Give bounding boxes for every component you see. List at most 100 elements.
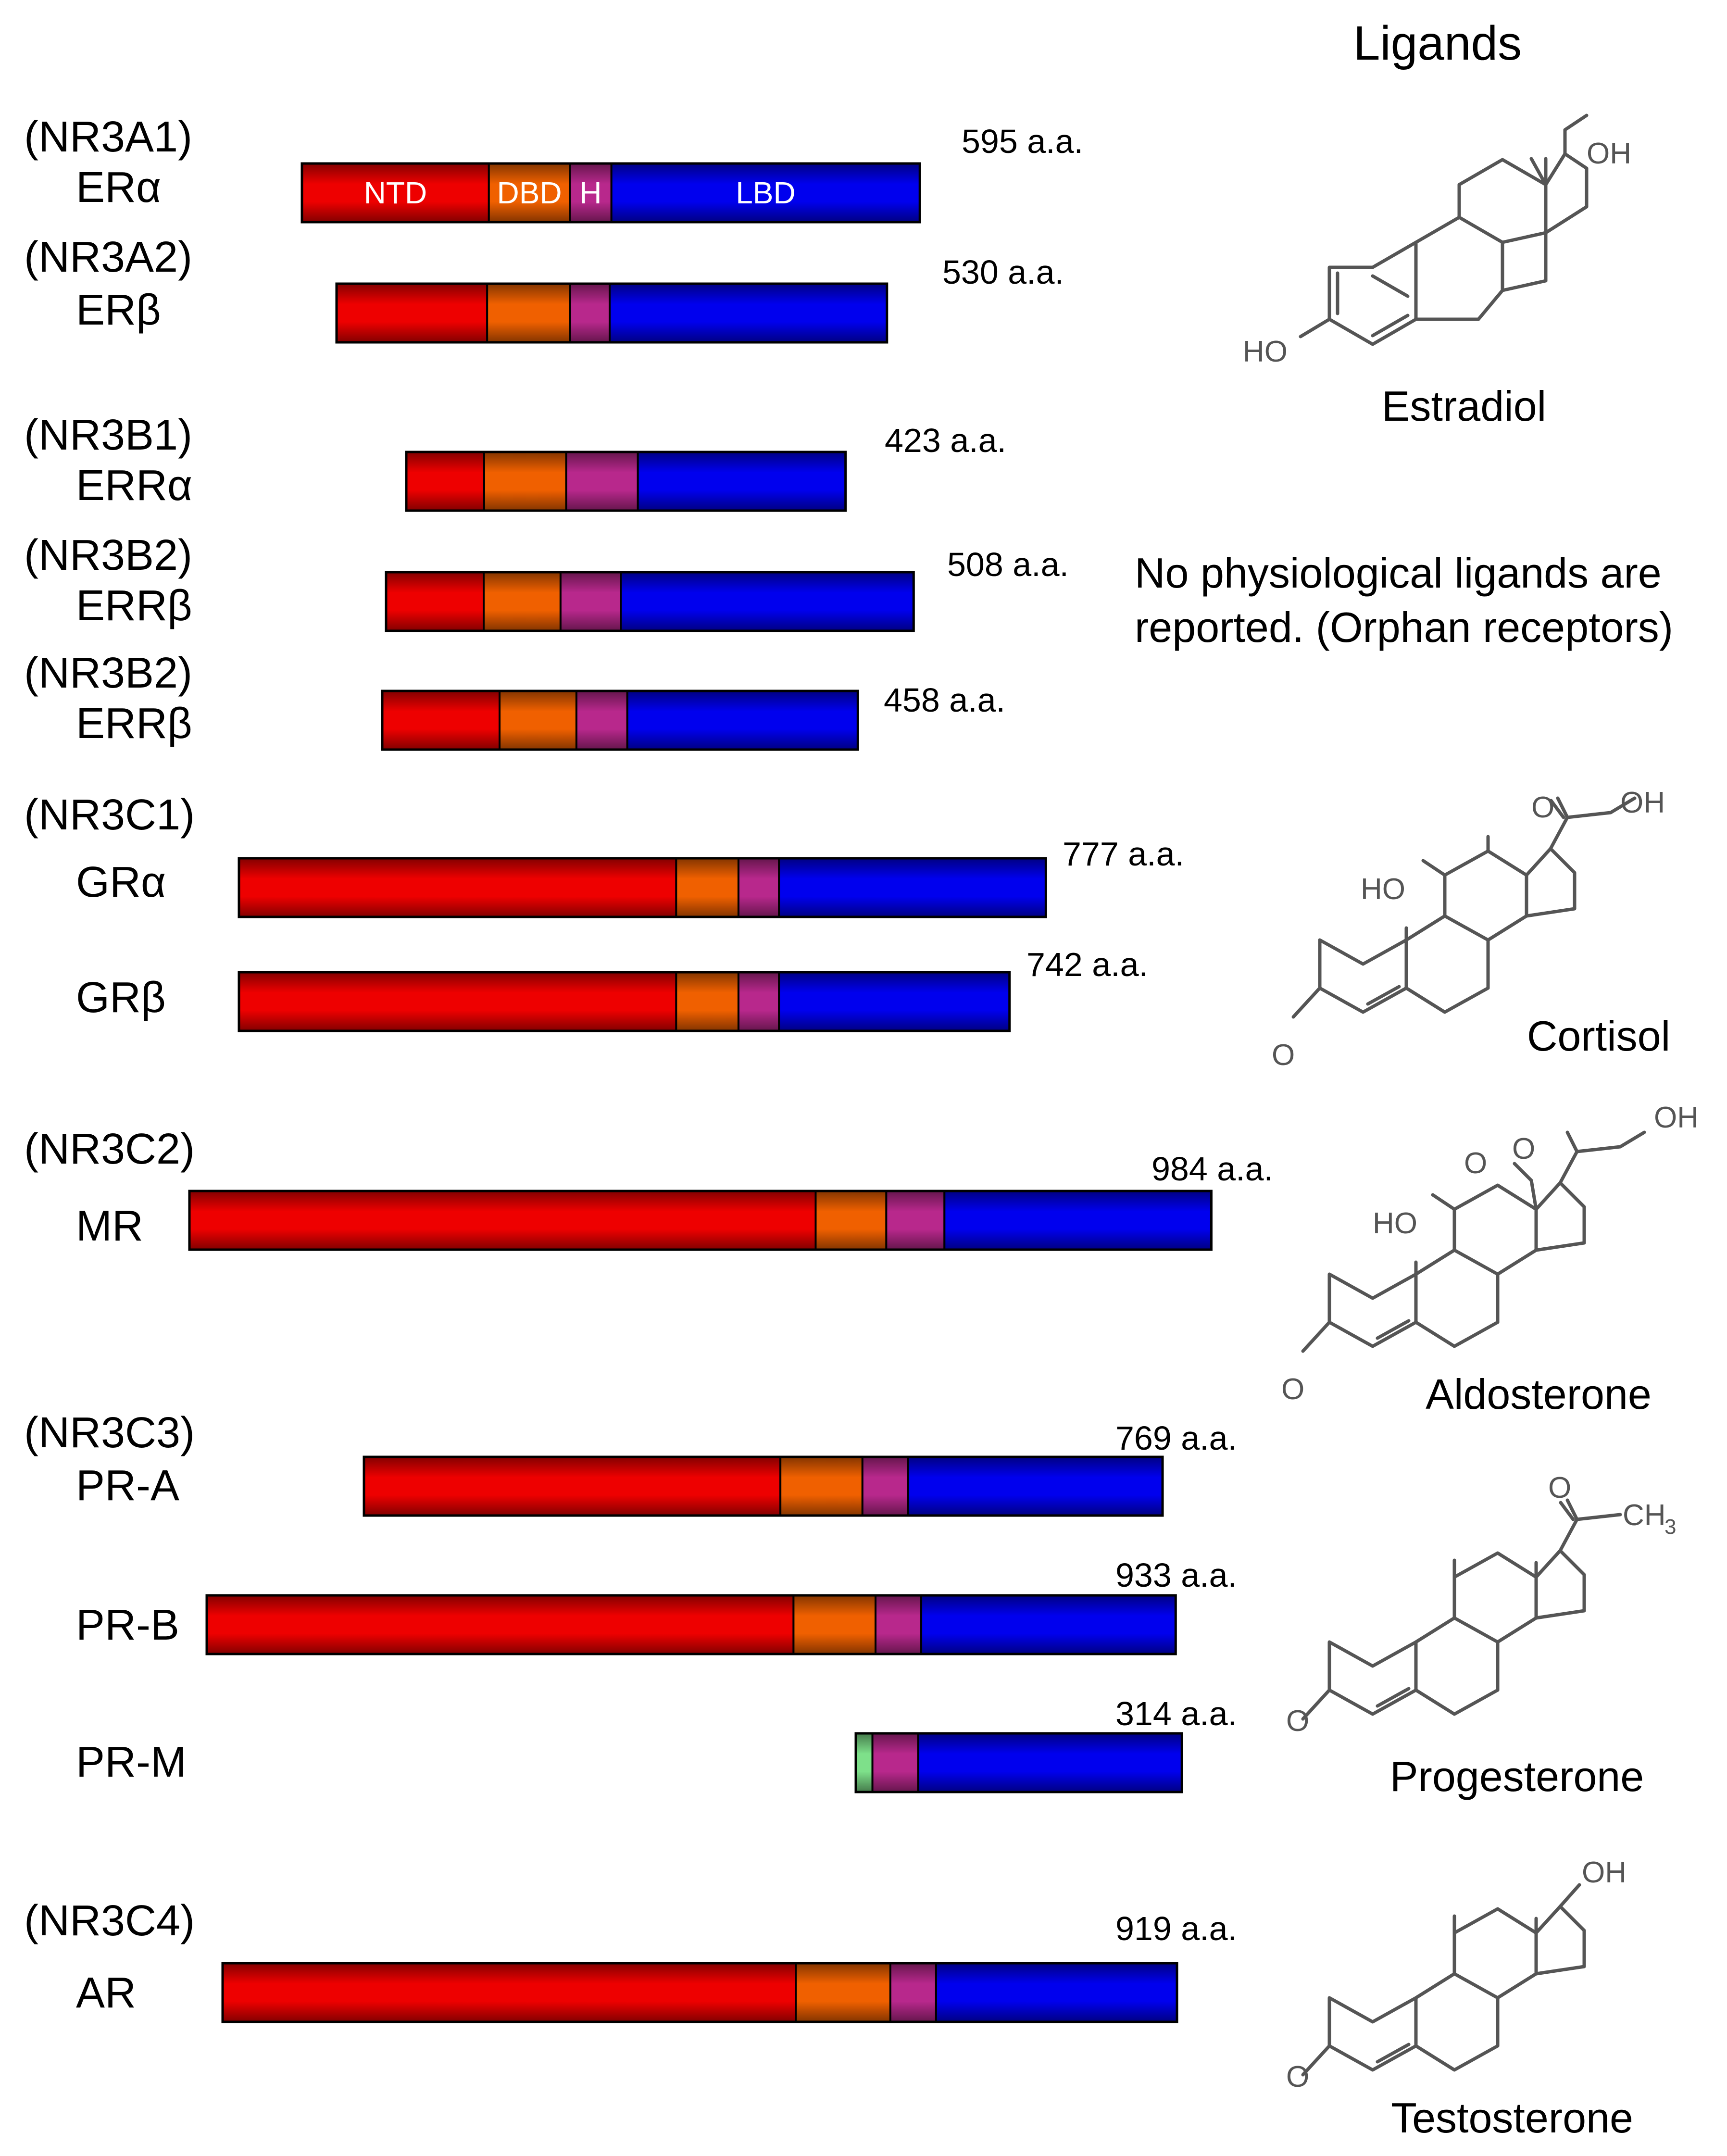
length-label: 458 a.a. [884,681,1005,719]
domain-shading [610,284,887,342]
length-label: 508 a.a. [947,546,1069,583]
bar-outline [300,162,921,224]
domain-bar [385,571,915,632]
domain-shading [796,1963,890,2022]
testosterone-structure: OH O Testosterone [1286,1856,1633,2142]
receptor-name: GRα [76,858,166,906]
testosterone-bonds [1301,1883,1586,2077]
atom-label: O [1548,1471,1571,1504]
domain-label: H [579,175,601,210]
ligand-name-testosterone: Testosterone [1391,2094,1633,2142]
ligands-title: Ligands [1353,16,1522,70]
row-errb2: (NR3B2) ERRβ 458 a.a. [24,649,1005,751]
row-erb: (NR3A2) ERβ 530 a.a. [24,233,1064,344]
progesterone-bonds [1301,1498,1622,1721]
domain-bar: NTD DBD H LBD [300,162,921,224]
bar-outline [205,1594,1177,1655]
domain-shading [627,691,858,750]
length-label: 933 a.a. [1115,1556,1237,1594]
atom-label: O [1512,1132,1535,1166]
domain-shading [386,572,484,631]
family-label: (NR3C3) [24,1409,195,1457]
atom-label: OH [1620,786,1665,819]
domain-shading [382,691,500,750]
domain-shading [487,284,570,342]
domain-shading [621,572,914,631]
domain-bar [405,451,847,512]
receptor-name: ERRβ [76,700,192,748]
atom-label: O [1272,1039,1295,1072]
domain-shading [918,1733,1182,1792]
atom-label: HO [1361,873,1405,906]
receptor-name: GRβ [76,974,166,1022]
domain-bar [238,857,1047,918]
atom-label: OH [1587,137,1631,170]
row-mr: (NR3C2) MR 984 a.a. [24,1125,1273,1251]
atom-label: OH [1654,1101,1699,1134]
length-label: 777 a.a. [1063,835,1184,873]
aldosterone-bonds [1301,1130,1646,1353]
atom-label: O [1286,1705,1309,1738]
domain-shading [576,691,627,750]
domain-shading [921,1595,1176,1654]
row-erra: (NR3B1) ERRα 423 a.a. [24,411,1006,512]
domain-shading [611,163,920,222]
domain-shading [239,972,676,1031]
domain-shading [815,1191,887,1250]
domain-shading [936,1963,1177,2022]
domain-label: NTD [364,175,427,210]
cortisol-bonds [1291,796,1637,1019]
bar-outline [405,451,847,512]
domain-bar [335,282,889,344]
domain-shading [793,1595,876,1654]
domain-shading [890,1963,936,2022]
ligand-name-estradiol: Estradiol [1382,382,1546,430]
ligand-name-aldosterone: Aldosterone [1426,1370,1652,1418]
receptor-name: ERα [76,163,161,212]
row-gra: (NR3C1) GRα 777 a.a. [24,791,1184,918]
domain-shading [886,1191,945,1250]
domain-label: LBD [736,175,796,210]
family-label: (NR3B2) [24,531,192,579]
receptor-name: ERβ [76,286,161,334]
domain-shading [738,858,779,917]
domain-shading [779,972,1010,1031]
domain-bar [205,1594,1177,1655]
ligand-name-cortisol: Cortisol [1527,1012,1670,1060]
domain-shading [862,1457,908,1516]
length-label: 769 a.a. [1115,1419,1237,1457]
family-label: (NR3A1) [24,113,192,161]
domain-label: DBD [497,175,562,210]
domain-shading [738,972,779,1031]
length-label: 423 a.a. [885,422,1006,459]
domain-shading [189,1191,816,1250]
domain-shading [560,572,621,631]
atom-label: O [1281,1373,1304,1406]
domain-shading [500,691,576,750]
domain-bar [188,1190,1213,1251]
domain-shading [223,1963,796,2022]
family-label: (NR3C2) [24,1125,195,1173]
row-ar: (NR3C4) AR 919 a.a. [24,1897,1237,2023]
domain-bar [363,1455,1164,1517]
progesterone-structure: O CH 3 O Progesterone [1286,1471,1676,1800]
atom-label: O [1531,791,1554,824]
atom-label: O [1464,1147,1487,1180]
domain-shading [566,452,638,511]
receptor-name: AR [76,1969,136,2017]
bar-outline [363,1455,1164,1517]
domain-bar [854,1732,1183,1793]
estradiol-structure: OH HO Estradiol [1243,113,1631,430]
length-label: 530 a.a. [942,253,1064,291]
domain-shading [484,452,566,511]
domain-shading [908,1457,1163,1516]
receptor-name: MR [76,1202,143,1250]
ligand-name-progesterone: Progesterone [1390,1753,1644,1800]
atom-label: 3 [1664,1515,1676,1539]
row-prm: PR-M 314 a.a. [76,1695,1237,1793]
domain-shading [484,572,561,631]
domain-shading [876,1595,922,1654]
family-label: (NR3C1) [24,791,195,839]
atom-label: HO [1243,335,1288,368]
family-label: (NR3B1) [24,411,192,459]
